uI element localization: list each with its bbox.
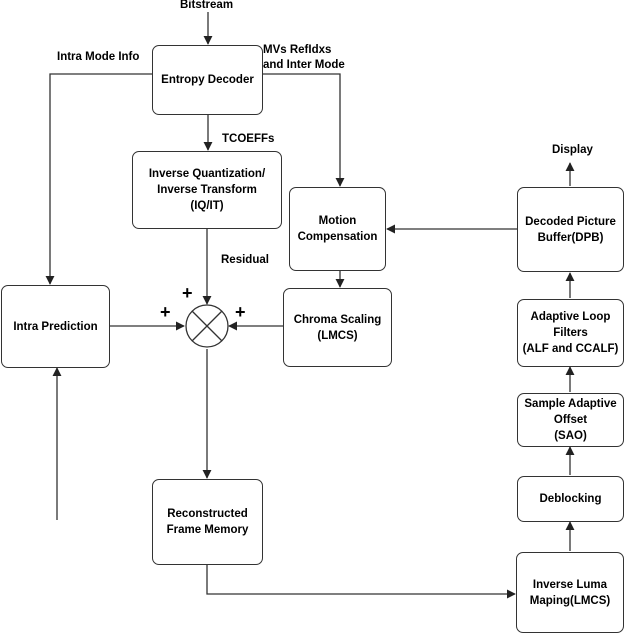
decoded-picture-buffer-block[interactable]: Decoded Picture Buffer(DPB) xyxy=(517,187,624,272)
adaptive-loop-filters-block[interactable]: Adaptive Loop Filters (ALF and CCALF) xyxy=(517,299,624,367)
adder-junction xyxy=(185,304,229,348)
entropy-decoder-block[interactable]: Entropy Decoder xyxy=(152,45,263,115)
arrow-rfm-to-luma xyxy=(206,565,516,599)
plus-sign-top: + xyxy=(182,283,193,303)
display-label: Display xyxy=(552,144,593,156)
plus-sign-left: + xyxy=(160,302,171,322)
bitstream-label: Bitstream xyxy=(180,0,234,11)
inverse-luma-mapping-block[interactable]: Inverse Luma Maping(LMCS) xyxy=(516,552,624,633)
arrow-intra-mode-info xyxy=(45,73,152,285)
intra-mode-info-label: Intra Mode Info xyxy=(57,51,140,63)
motion-compensation-block[interactable]: Motion Compensation xyxy=(289,187,386,271)
mvs-refidxs-label: MVs RefIdxs and Inter Mode xyxy=(263,44,345,71)
tcoeffs-label: TCOEFFs xyxy=(222,133,275,145)
arrow-mvs-refidxs xyxy=(263,73,345,187)
residual-label: Residual xyxy=(221,254,269,266)
sample-adaptive-offset-block[interactable]: Sample Adaptive Offset (SAO) xyxy=(517,393,624,447)
plus-sign-right: + xyxy=(235,302,246,322)
inverse-quantization-block[interactable]: Inverse Quantization/ Inverse Transform … xyxy=(132,151,282,229)
intra-prediction-block[interactable]: Intra Prediction xyxy=(1,285,110,368)
deblocking-block[interactable]: Deblocking xyxy=(517,476,624,522)
chroma-scaling-block[interactable]: Chroma Scaling (LMCS) xyxy=(283,288,392,367)
reconstructed-frame-memory-block[interactable]: Reconstructed Frame Memory xyxy=(152,479,263,565)
